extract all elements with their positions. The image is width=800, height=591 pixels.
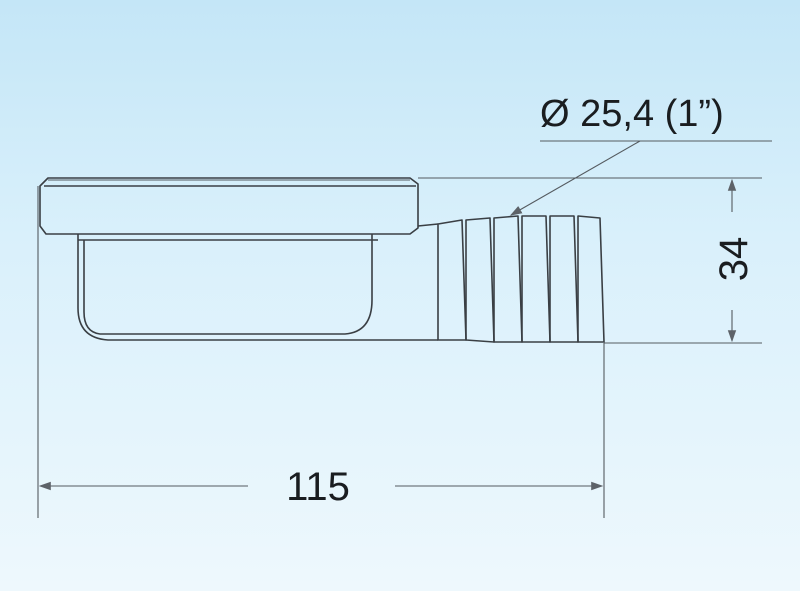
height-dimension: 34 xyxy=(712,178,756,343)
length-label: 115 xyxy=(286,465,350,509)
extension-lines xyxy=(37,177,762,518)
body-right-wall xyxy=(83,234,373,335)
body-neck xyxy=(417,223,439,227)
diameter-callout: Ø 25,4 (1”) xyxy=(509,93,772,216)
flange-top xyxy=(39,177,419,235)
height-label: 34 xyxy=(712,237,756,282)
diameter-label: Ø 25,4 (1”) xyxy=(540,93,724,135)
body-cup xyxy=(77,234,438,341)
hose-barb xyxy=(437,215,605,343)
drain-part xyxy=(39,177,605,343)
length-dimension: 115 xyxy=(38,465,604,509)
